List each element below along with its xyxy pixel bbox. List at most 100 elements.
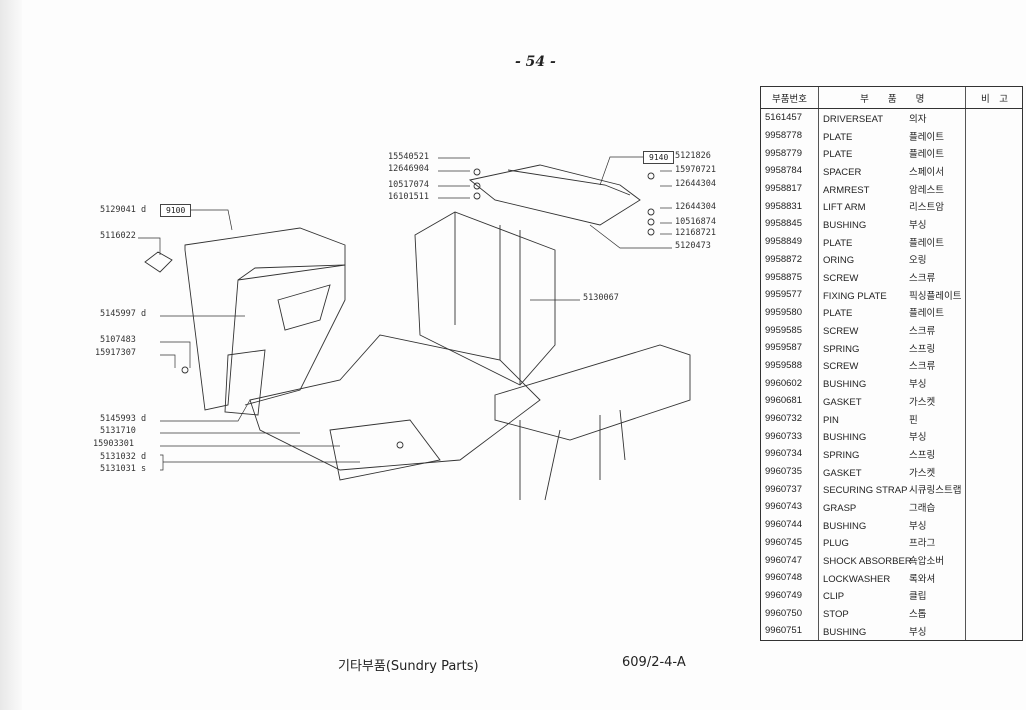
part-number: 9960734 bbox=[760, 445, 819, 463]
remarks-cell bbox=[965, 604, 1024, 622]
part-name-ko: 리스트암 bbox=[909, 202, 944, 214]
part-label: 5131031 s bbox=[100, 464, 147, 474]
remarks-cell bbox=[965, 568, 1024, 587]
part-name-ko: 시큐링스트랩 bbox=[909, 485, 962, 497]
figure-code: 609/2-4-A bbox=[622, 655, 686, 670]
remarks-cell bbox=[965, 533, 1024, 552]
part-name-en: PLUG bbox=[823, 538, 849, 550]
part-name-ko: 픽싱플레이트 bbox=[909, 290, 962, 302]
part-name-en: SHOCK ABSORBER bbox=[823, 556, 912, 568]
remarks-cell bbox=[965, 285, 1024, 304]
part-name-ko: 프라그 bbox=[909, 538, 936, 550]
scan-edge bbox=[0, 0, 22, 710]
part-name-en: LIFT ARM bbox=[823, 202, 866, 214]
part-name: PLUG 프라그 bbox=[817, 533, 966, 552]
part-name-en: GASKET bbox=[823, 467, 862, 479]
remarks-cell bbox=[965, 303, 1024, 322]
part-number: 9958845 bbox=[760, 215, 819, 233]
part-name-ko: 스톱 bbox=[909, 609, 927, 621]
part-number: 9960602 bbox=[760, 374, 819, 392]
part-name-ko: 스크류 bbox=[909, 361, 936, 373]
fender-part bbox=[184, 227, 346, 411]
part-label: 5131032 d bbox=[100, 452, 147, 462]
part-name-ko: 가스켓 bbox=[909, 467, 936, 479]
part-name-en: SPRING bbox=[823, 449, 860, 461]
part-label: 5129041 d bbox=[100, 205, 147, 215]
remarks-cell bbox=[965, 480, 1024, 499]
floor-plate bbox=[249, 334, 541, 471]
part-5116022 bbox=[144, 251, 173, 273]
part-name-en: PLATE bbox=[823, 308, 853, 320]
part-label: 15903301 bbox=[93, 439, 134, 449]
part-name-ko: 의자 bbox=[909, 113, 927, 125]
remarks-cell bbox=[965, 232, 1024, 251]
part-label: 5145993 d bbox=[100, 414, 147, 424]
part-number: 9960735 bbox=[760, 462, 819, 481]
remarks-cell bbox=[965, 515, 1024, 534]
part-label: 15917307 bbox=[95, 348, 136, 358]
part-name: BUSHING 부싱 bbox=[817, 374, 966, 392]
part-name-en: BUSHING bbox=[823, 520, 867, 532]
part-label: 5121826 bbox=[675, 151, 711, 161]
part-number: 9958875 bbox=[760, 268, 819, 286]
part-label: 10516874 bbox=[675, 217, 716, 227]
part-label: 16101511 bbox=[388, 192, 429, 202]
remarks-cell bbox=[965, 108, 1024, 127]
part-number: 9959588 bbox=[760, 356, 819, 375]
assembly-box-9100: 9100 bbox=[160, 204, 192, 217]
part-name-ko: 스크류 bbox=[909, 273, 936, 285]
seat-bracket bbox=[468, 164, 641, 226]
part-number: 9959585 bbox=[760, 321, 819, 339]
part-number: 9960745 bbox=[760, 533, 819, 552]
part-label: 5131710 bbox=[100, 426, 136, 436]
table-row: 9960735 GASKET 가스켓 bbox=[760, 462, 1024, 481]
part-label: 12646904 bbox=[388, 164, 429, 174]
part-number: 9960747 bbox=[760, 551, 819, 569]
part-name-ko: 스페이서 bbox=[909, 166, 944, 178]
part-name-en: CLIP bbox=[823, 591, 845, 603]
part-name-ko: 플레이트 bbox=[909, 308, 944, 320]
part-label: 12644304 bbox=[675, 179, 716, 189]
part-number: 9960681 bbox=[760, 392, 819, 410]
part-name-en: SPACER bbox=[823, 166, 862, 178]
remarks-cell bbox=[965, 409, 1024, 428]
part-label: 15970721 bbox=[675, 165, 716, 175]
table-row: 9960602 BUSHING 부싱 bbox=[760, 374, 1024, 392]
part-name-ko: 부싱 bbox=[909, 379, 927, 391]
part-name-ko: 부싱 bbox=[909, 432, 927, 444]
part-label: 12644304 bbox=[675, 202, 716, 212]
fender-window bbox=[277, 284, 331, 331]
remarks-cell bbox=[965, 356, 1024, 375]
part-name-en: SPRING bbox=[823, 343, 860, 355]
part-name-en: FIXING PLATE bbox=[823, 290, 887, 302]
remarks-cell bbox=[965, 621, 1024, 641]
part-name-en: ORING bbox=[823, 255, 855, 267]
part-name-en: SCREW bbox=[823, 361, 859, 373]
part-number: 9960750 bbox=[760, 604, 819, 622]
remarks-cell bbox=[965, 551, 1024, 569]
part-name-ko: 그래습 bbox=[909, 502, 936, 514]
part-name: SPACER 스페이서 bbox=[817, 162, 966, 180]
part-name-en: BUSHING bbox=[823, 379, 867, 391]
part-name-ko: 록와셔 bbox=[909, 573, 936, 585]
